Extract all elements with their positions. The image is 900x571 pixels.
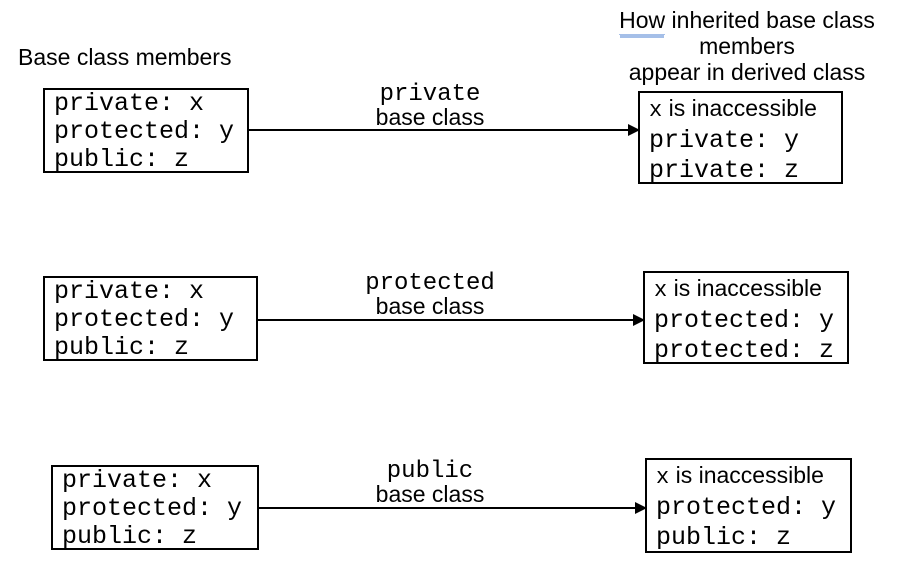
inheritance-keyword: public [386, 458, 474, 485]
base-class-members-heading: Base class members [18, 44, 232, 70]
arrowhead-icon [635, 502, 647, 514]
heading-line2: members [699, 33, 795, 59]
inheritance-keyword: private [379, 81, 481, 108]
arrowhead-icon [633, 314, 645, 326]
base-member-public: public: z [45, 334, 256, 360]
base-member-protected: protected: y [54, 117, 235, 146]
inheritance-arrow-public [259, 502, 647, 514]
arrow-label-public: public base class [315, 458, 545, 507]
derived-member-z: public: z [647, 523, 850, 551]
derived-class-heading: How inherited base class members appear … [552, 7, 900, 85]
base-class-box-protected-row: private: x protected: y public: z [43, 276, 258, 361]
heading-line1-rest: inherited base class [665, 7, 875, 33]
base-class-label: base class [375, 481, 485, 507]
derived-member-z: protected: z [645, 336, 847, 362]
derived-class-box-private: x is inaccessible private: y private: z [638, 91, 843, 184]
inheritance-arrow-private [249, 124, 640, 136]
base-class-label: base class [375, 293, 485, 319]
base-class-box-public-row: private: x protected: y public: z [51, 465, 259, 550]
base-member-protected: protected: y [54, 305, 235, 334]
derived-member-y: protected: y [656, 493, 837, 522]
arrow-label-protected: protected base class [315, 270, 545, 319]
base-member-private: private: x [54, 277, 205, 306]
how-underlined-word: How [619, 7, 666, 35]
derived-member-y: protected: y [654, 306, 835, 335]
base-member-private: private: x [54, 89, 205, 118]
inaccessible-note: x is inaccessible [656, 462, 824, 490]
base-member-private: private: x [62, 466, 213, 495]
base-class-label: base class [375, 104, 485, 130]
inaccessible-note: x is inaccessible [649, 95, 817, 123]
base-member-public: public: z [53, 523, 257, 549]
inaccessible-note: x is inaccessible [654, 275, 822, 303]
base-class-box-private-row: private: x protected: y public: z [43, 88, 249, 173]
derived-class-box-public: x is inaccessible protected: y public: z [645, 458, 852, 553]
derived-class-box-protected: x is inaccessible protected: y protected… [643, 271, 849, 364]
base-member-public: public: z [45, 146, 247, 172]
inheritance-arrow-protected [258, 314, 645, 326]
base-member-protected: protected: y [62, 494, 243, 523]
arrow-label-private: private base class [315, 81, 545, 130]
derived-member-y: private: y [649, 126, 800, 155]
heading-line3: appear in derived class [628, 59, 866, 85]
arrowhead-icon [628, 124, 640, 136]
derived-member-z: private: z [640, 156, 841, 182]
inheritance-keyword: protected [365, 270, 495, 297]
